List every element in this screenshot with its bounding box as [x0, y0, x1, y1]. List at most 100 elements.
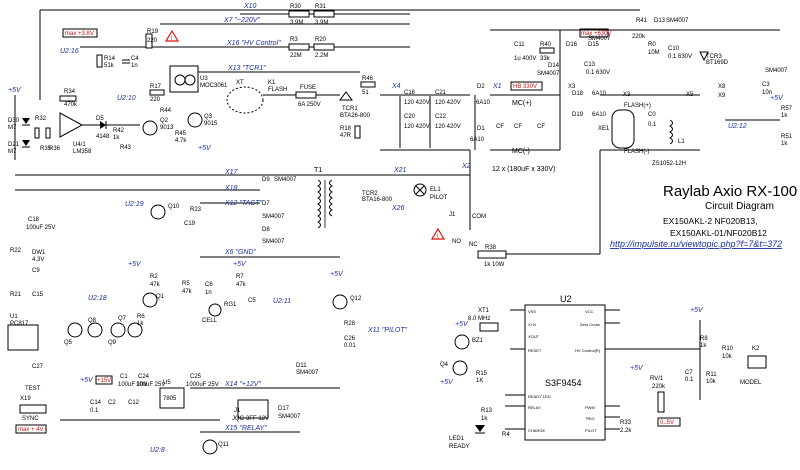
x19-label: X19 [20, 396, 31, 402]
u5-label: U5 [163, 380, 171, 386]
xe1-label: XE1 [598, 126, 610, 132]
u2-pin-vss: VSS [528, 309, 536, 314]
d17-label: D17 [278, 406, 290, 412]
q2-value: 9013 [160, 125, 174, 131]
u3-label: U3 [200, 76, 208, 82]
r19-label: R19 [147, 29, 159, 35]
net-5v-q3: +5V [198, 145, 212, 152]
relay-j1-coil [237, 399, 269, 419]
c7-value: 0.1 [685, 377, 694, 383]
r15-value: 1K [476, 378, 483, 384]
r31-value: 3.9M [315, 20, 328, 26]
r41-value: 220k [632, 34, 646, 40]
r35-label: R35 [40, 146, 52, 152]
r51-value: 1k [781, 141, 788, 147]
q9-label: Q9 [108, 340, 117, 346]
j1-com: COM [472, 214, 486, 220]
q7-label: Q7 [118, 316, 127, 322]
j1b-value: JQC-3FF 12V [232, 416, 269, 422]
r3-label: R3 [290, 37, 298, 43]
net-x8: X8 [718, 84, 726, 90]
r2-value: 47k [150, 282, 161, 288]
mc-plus-label: MC(+) [512, 100, 532, 107]
d30-label: D30 [8, 118, 20, 124]
u5-value: 7805 [163, 396, 177, 402]
q12-transistor [332, 294, 348, 310]
d16-label: D16 [566, 42, 578, 48]
c20-label: C20 [404, 114, 416, 120]
u2-pin-hv-control: HV Control(R) [575, 348, 601, 353]
net-x1: X1 [492, 83, 502, 90]
d21-label: D21 [8, 142, 20, 148]
r40-value: 33k [540, 56, 551, 62]
u2-pin-trig: TRIG [585, 416, 595, 421]
net-x26: X26 [391, 205, 405, 212]
source-link[interactable]: http://impulsite.ru/viewtopic.php?f=7&t=… [610, 239, 782, 249]
r6-label: R6 [137, 314, 145, 320]
net-u2-16: U2:16 [60, 48, 79, 55]
ignition-coil-part: ZS1052-12H [652, 161, 686, 167]
net-5v-psu: +5V [80, 377, 94, 384]
c0-value: 0.1 [648, 122, 657, 128]
net-u2-12: U2:12 [728, 123, 747, 130]
r46-value: 51 [362, 90, 369, 96]
warning-0-5v: 0..5V [660, 420, 674, 426]
xt1-value: 8.0 MHz [468, 316, 490, 322]
j1-contact-label: J1 [449, 212, 456, 218]
net-x4: X4 [391, 83, 401, 90]
r42-value: 1k [113, 135, 120, 141]
mc-minus-label: MC(-) [512, 148, 530, 155]
r43-label: R43 [120, 145, 132, 151]
q5-label: Q5 [64, 340, 73, 346]
d8-value: SM4007 [262, 239, 285, 245]
u3-optocoupler [169, 65, 199, 93]
c3-value: 10n [762, 90, 772, 96]
c18-label: C18 [28, 217, 40, 223]
cf-3-label: CF [537, 124, 545, 130]
d11-label: D11 [296, 363, 307, 369]
cf-2-label: CF [514, 124, 522, 130]
r38-value: 1k 10W [484, 262, 505, 268]
u2-pin-ready: READY LED [528, 394, 551, 399]
d21-value: M7 [8, 149, 17, 155]
pilot-lamp-icon [413, 183, 427, 197]
q4-label: Q4 [440, 362, 449, 368]
d9-value: SM4007 [274, 177, 297, 183]
d17-value: SM4007 [278, 414, 301, 420]
r38-label: R38 [485, 245, 497, 251]
r44-label: R44 [160, 108, 172, 114]
fuse-value: 6A 250V [298, 102, 321, 108]
r0-value: 10M [648, 50, 660, 56]
q11-transistor [202, 439, 218, 455]
q8-transistor [87, 322, 103, 338]
u4-opamp [59, 112, 84, 138]
sync-connector[interactable] [19, 404, 47, 414]
c24b-label: C24 [138, 374, 150, 380]
c10-label: C10 [668, 46, 680, 52]
c14-label: C14 [90, 400, 102, 406]
net-x17: X17 [224, 169, 239, 176]
r19-value: 220 [147, 38, 158, 44]
tcr2-value: BTA16-800 [362, 197, 393, 203]
r7-label: R7 [236, 274, 244, 280]
flash-minus-label: FLASH(-) [624, 149, 649, 155]
rv1-potentiometer[interactable] [657, 391, 665, 413]
net-5v-r7: +5V [233, 261, 247, 268]
r14-label: R14 [104, 56, 116, 62]
net-5v-bz: +5V [455, 321, 469, 328]
xt-flash-connector [226, 86, 264, 114]
r28-label: R28 [344, 321, 356, 327]
diagram-title: Raylab Axio RX-100 [663, 183, 797, 200]
model-switch[interactable] [747, 355, 767, 369]
flash-tube [611, 109, 635, 149]
buzzer-icon [454, 334, 470, 350]
fuse [295, 91, 317, 99]
r40-label: R40 [540, 42, 552, 48]
model-label: MODEL [740, 380, 762, 386]
c22-label: C22 [435, 114, 447, 120]
r7-value: 47k [236, 282, 247, 288]
c25-label: C25 [190, 374, 202, 380]
r30-value: 3.9M [290, 20, 303, 26]
d11-value: SM4007 [296, 370, 319, 376]
